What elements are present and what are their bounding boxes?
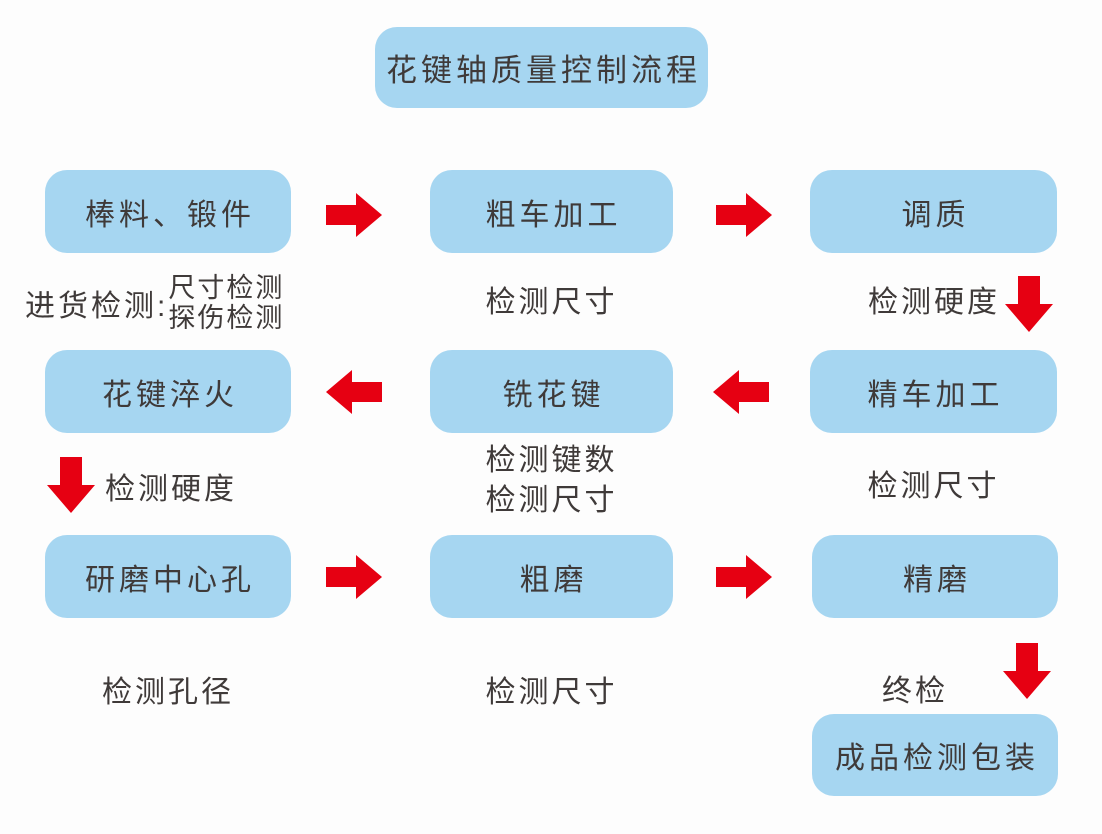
arrow-right-icon [326, 193, 382, 237]
annotation-check-hole-diameter: 检测孔径 [102, 676, 234, 709]
node-spline-milling: 铣花键 [430, 350, 673, 433]
arrow-down-icon [1005, 276, 1053, 332]
annotation-incoming-inspection: 进货检测: 尺寸检测 探伤检测 [25, 272, 284, 334]
incoming-check-flaw: 探伤检测 [168, 303, 285, 333]
node-rough-grinding: 粗磨 [430, 535, 673, 618]
annotation-check-keys: 检测键数 [485, 444, 618, 477]
node-finish-grinding: 精磨 [812, 535, 1058, 618]
annotation-check-dimension-3: 检测尺寸 [867, 470, 1000, 503]
arrow-right-icon [326, 555, 382, 599]
annotation-check-hardness-1: 检测硬度 [868, 286, 1000, 319]
node-spline-quench: 花键淬火 [45, 350, 291, 433]
node-quench-temper: 调质 [810, 170, 1057, 253]
annotation-check-dimension-2: 检测尺寸 [485, 484, 618, 517]
annotation-final-inspection: 终检 [882, 675, 948, 708]
arrow-left-icon [326, 370, 382, 414]
arrow-left-icon [713, 370, 769, 414]
node-final-packaging: 成品检测包装 [812, 714, 1058, 796]
arrow-right-icon [716, 555, 772, 599]
flowchart-title: 花键轴质量控制流程 [375, 27, 708, 108]
node-finish-turning: 精车加工 [810, 350, 1057, 433]
node-rough-turning: 粗车加工 [430, 170, 673, 253]
incoming-inspection-items: 尺寸检测 探伤检测 [168, 273, 284, 333]
arrow-down-icon [47, 457, 95, 513]
arrow-right-icon [716, 193, 772, 237]
incoming-inspection-label: 进货检测: [25, 290, 169, 323]
annotation-check-dimension-4: 检测尺寸 [485, 676, 618, 709]
annotation-check-dimension-1: 检测尺寸 [485, 286, 618, 319]
node-grind-center-hole: 研磨中心孔 [45, 535, 291, 618]
annotation-check-hardness-2: 检测硬度 [105, 473, 237, 506]
node-raw-material: 棒料、锻件 [45, 170, 291, 253]
annotation-check-keys-dimension: 检测键数 检测尺寸 [430, 441, 673, 521]
arrow-down-icon [1003, 643, 1051, 699]
incoming-check-dimension: 尺寸检测 [168, 273, 285, 303]
